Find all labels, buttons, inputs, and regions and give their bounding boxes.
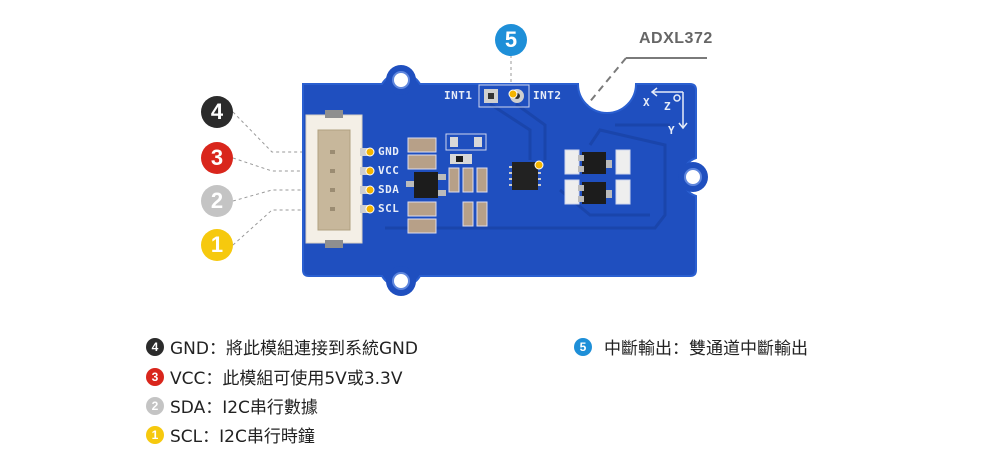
legend-text-sda: SDA：I2C串行數據 (170, 398, 318, 418)
callout-badge-4: 4 (201, 96, 233, 128)
pin-label-sda: SDA (378, 183, 400, 196)
legend-badge-4: 4 (146, 337, 164, 356)
callout-badge-2: 2 (201, 185, 233, 217)
legend-item-gnd: 4 GND：將此模組連接到系統GND (146, 334, 418, 359)
callout-badge-3: 3 (201, 142, 233, 174)
legend-item-interrupt: 5 中斷輸出：雙通道中斷輸出 (574, 334, 808, 359)
legend-item-sda: 2 SDA：I2C串行數據 (146, 393, 318, 418)
legend-item-vcc: 3 VCC：此模組可使用5V或3.3V (146, 364, 402, 389)
int1-label: INT1 (444, 89, 473, 102)
legend-item-scl: 1 SCL：I2C串行時鐘 (146, 422, 315, 447)
pcb-illustration (232, 55, 708, 296)
pin-label-scl: SCL (378, 202, 400, 215)
axis-x-label: X (643, 96, 651, 109)
legend-text-scl: SCL：I2C串行時鐘 (170, 427, 315, 447)
callout-badge-1: 1 (201, 229, 233, 261)
legend-badge-2: 2 (146, 396, 164, 415)
legend-badge-5: 5 (574, 337, 592, 356)
legend-badge-1: 1 (146, 425, 164, 444)
int2-label: INT2 (533, 89, 562, 102)
legend-text-interrupt: 中斷輸出：雙通道中斷輸出 (604, 339, 808, 359)
board-diagram: GND VCC SDA SCL INT1 INT2 X Z Y ADXL372 … (201, 24, 713, 296)
legend-text-vcc: VCC：此模組可使用5V或3.3V (170, 369, 403, 389)
pin-label-gnd: GND (378, 145, 400, 158)
callout-badge-5: 5 (495, 24, 527, 56)
axis-z-label: Z (664, 100, 672, 113)
legend-text-gnd: GND：將此模組連接到系統GND (170, 339, 418, 359)
axis-y-label: Y (668, 124, 676, 137)
pin-label-vcc: VCC (378, 164, 400, 177)
component-label: ADXL372 (639, 30, 713, 47)
legend-badge-3: 3 (146, 367, 164, 386)
